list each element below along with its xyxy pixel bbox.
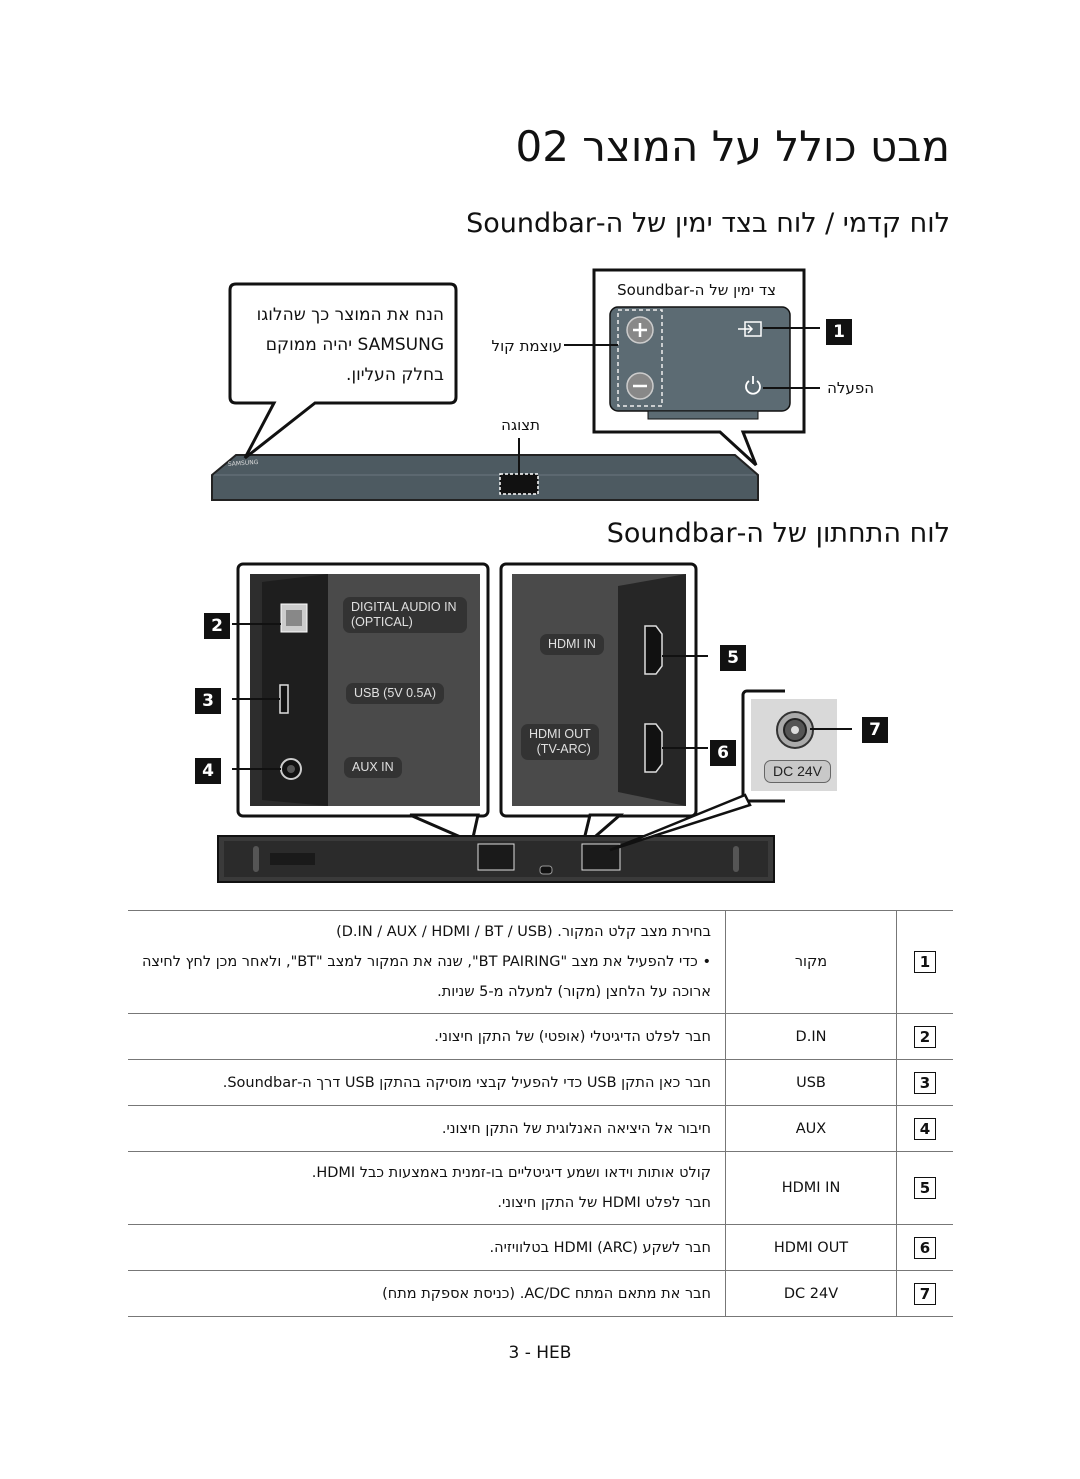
table-row: חבר כאן התקן USB כדי להפעיל קבצי מוסיקה … — [128, 1059, 953, 1106]
row-number: 3 — [896, 1059, 953, 1106]
row-name: D.IN — [725, 1013, 897, 1060]
volume-label: עוצמת קול — [491, 337, 562, 355]
row-description: חבר לפלט הדיגיטלי (אופטי) של התקן חיצוני… — [128, 1013, 726, 1060]
callout-7: 7 — [862, 717, 888, 743]
table-row: חבר את מתאם המתח AC/DC. (כניסת אספקת מתח… — [128, 1270, 953, 1317]
section-heading-rear-panel: לוח התחתון של ה-Soundbar — [606, 518, 950, 549]
table-row: חיבור אל היציאה האנלוגית של התקן חיצוני.… — [128, 1105, 953, 1152]
callout-5: 5 — [720, 645, 746, 671]
source-button-line: ארוכה על הלחצן (מקור) למעלה מ-5 שניות. — [437, 984, 711, 1000]
table-row: חבר לפלט הדיגיטלי (אופטי) של התקן חיצוני… — [128, 1013, 953, 1060]
row-name: DC 24V — [725, 1270, 897, 1317]
callout-4: 4 — [195, 758, 221, 784]
dc-pointer — [609, 728, 852, 852]
row-name: HDMI IN — [725, 1151, 897, 1225]
page-number: 3 - HEB — [508, 1343, 572, 1363]
row-description: בחירת מצב קלט המקור. (D.IN / AUX / HDMI … — [128, 910, 726, 1014]
samsung-logo: SAMSUNG — [228, 459, 259, 468]
dc-jack-icon — [776, 711, 814, 749]
aux-in-label: AUX IN — [344, 757, 402, 778]
placement-note: הנח את המוצר כך שהלוגו SAMSUNG יהיה ממוק… — [256, 305, 444, 385]
row-name: HDMI OUT — [725, 1224, 897, 1271]
table-row: בחירת מצב קלט המקור. (D.IN / AUX / HDMI … — [128, 910, 953, 1014]
display-label: תצוגה — [501, 416, 540, 434]
row-description: חיבור אל היציאה האנלוגית של התקן חיצוני. — [128, 1105, 726, 1152]
callout-1: 1 — [826, 319, 852, 345]
row-description: חבר כאן התקן USB כדי להפעיל קבצי מוסיקה … — [128, 1059, 726, 1106]
row-description: קולט אותות וידאו ושמע דיגיטליים בו-זמנית… — [128, 1151, 726, 1225]
row-number: 5 — [896, 1151, 953, 1225]
callout-3: 3 — [195, 688, 221, 714]
right-side-caption: צד ימין של ה-Soundbar — [617, 281, 776, 299]
row-number: 6 — [896, 1224, 953, 1271]
front-panel-illustration: SAMSUNG — [211, 268, 820, 501]
section-heading-front-panel: לוח קדמי / לוח בצד ימין של ה-Soundbar — [466, 208, 950, 239]
row-name: מקור — [725, 910, 897, 1014]
spec-table: בחירת מצב קלט המקור. (D.IN / AUX / HDMI … — [128, 910, 953, 1317]
digital-audio-in-label: DIGITAL AUDIO IN(OPTICAL) — [343, 597, 467, 633]
row-number: 4 — [896, 1105, 953, 1152]
callout-6: 6 — [710, 740, 736, 766]
page-title: מבט כולל על המוצר 02 — [515, 122, 951, 171]
power-label: הפעלה — [827, 379, 874, 397]
hdmi-in-label: HDMI IN — [540, 634, 604, 655]
usb-label: USB (5V 0.5A) — [346, 683, 444, 704]
row-number: 1 — [896, 910, 953, 1014]
hdmi-out-label: HDMI OUT(TV-ARC) — [521, 724, 599, 760]
row-description: חבר את מתאם המתח AC/DC. (כניסת אספקת מתח… — [128, 1270, 726, 1317]
row-number: 7 — [896, 1270, 953, 1317]
table-row: חבר לשקע (ARC) HDMI בטלוויזיה. HDMI OUT … — [128, 1224, 953, 1271]
row-name: AUX — [725, 1105, 897, 1152]
row-name: USB — [725, 1059, 897, 1106]
table-row: קולט אותות וידאו ושמע דיגיטליים בו-זמנית… — [128, 1151, 953, 1225]
dc-label: DC 24V — [764, 760, 832, 783]
callout-2: 2 — [204, 613, 230, 639]
row-number: 2 — [896, 1013, 953, 1060]
row-description: חבר לשקע (ARC) HDMI בטלוויזיה. — [128, 1224, 726, 1271]
